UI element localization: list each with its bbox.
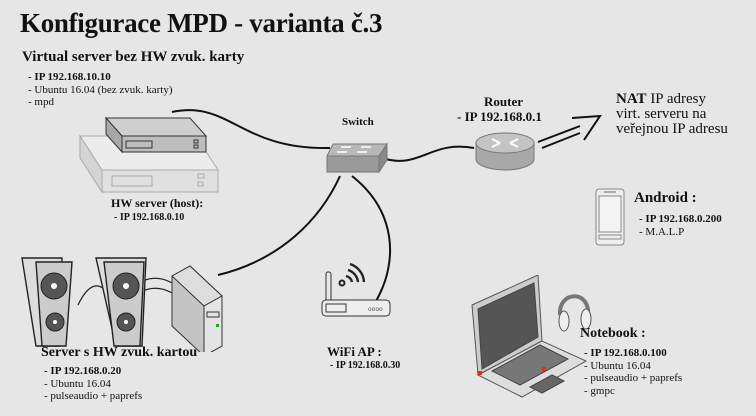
sound-server-app: - pulseaudio + paprefs xyxy=(44,390,143,402)
notebook-icon xyxy=(471,275,592,398)
sound-server-os: - Ubuntu 16.04 xyxy=(44,377,111,390)
page-title: Konfigurace MPD - varianta č.3 xyxy=(20,8,383,38)
headphones-icon xyxy=(557,294,592,332)
virtual-server-os: - Ubuntu 16.04 (bez zvuk. karty) xyxy=(28,83,173,96)
wifi-ap-ip: - IP 192.168.0.30 xyxy=(330,360,401,371)
notebook-os: - Ubuntu 16.04 xyxy=(584,359,651,372)
speaker-right-icon xyxy=(95,257,147,347)
virtual-server-details: - IP 192.168.10.10 - Ubuntu 16.04 (bez z… xyxy=(28,71,173,109)
virtual-server-heading: Virtual server bez HW zvuk. karty xyxy=(22,49,245,65)
switch-icon xyxy=(326,142,388,174)
notebook-heading: Notebook : xyxy=(580,326,646,341)
android-app: - M.A.L.P xyxy=(639,225,685,238)
virtual-server-app: - mpd xyxy=(28,96,54,108)
notebook-audio: - pulseaudio + paprefs xyxy=(584,372,683,384)
sound-server-heading: Server s HW zvuk. kartou xyxy=(41,345,198,360)
android-phone-icon xyxy=(595,188,625,246)
virtual-server-ip: - IP 192.168.10.10 xyxy=(28,71,111,83)
hw-server-heading: HW server (host): xyxy=(111,196,204,210)
speaker-left-icon xyxy=(21,257,73,347)
notebook-details: - IP 192.168.0.100 - Ubuntu 16.04 - puls… xyxy=(584,347,682,397)
android-heading: Android : xyxy=(634,190,697,206)
svg-text:oooo: oooo xyxy=(368,306,383,313)
cable-switch-to-wifi xyxy=(351,175,392,304)
notebook-app: - gmpc xyxy=(584,384,615,397)
sound-server-details: - IP 192.168.0.20 - Ubuntu 16.04 - pulse… xyxy=(44,365,142,403)
wifi-ap-heading: WiFi AP : xyxy=(327,344,382,359)
hw-server-icon xyxy=(79,116,219,194)
cable-virtual-to-switch xyxy=(171,109,331,150)
router-label: Router xyxy=(484,94,523,109)
cable-switch-to-router xyxy=(381,145,475,162)
router-ip: - IP 192.168.0.1 xyxy=(457,109,542,124)
cable-switch-to-sound-server xyxy=(217,175,341,276)
tower-pc-icon xyxy=(171,265,223,352)
android-details: - IP 192.168.0.200 - M.A.L.P xyxy=(639,213,722,238)
sound-server-ip: - IP 192.168.0.20 xyxy=(44,365,122,377)
nat-note: NAT IP adresy virt. serveru na veřejnou … xyxy=(616,92,728,137)
nat-arrow xyxy=(537,114,602,149)
nat-line2: virt. serveru na xyxy=(616,106,707,122)
nat-line1: IP adresy xyxy=(646,91,706,107)
switch-label: Switch xyxy=(342,116,374,128)
router-icon xyxy=(475,132,535,171)
hw-server-ip: - IP 192.168.0.10 xyxy=(114,212,185,223)
nat-line3: veřejnou IP adresu xyxy=(616,121,728,137)
notebook-ip: - IP 192.168.0.100 xyxy=(584,347,667,359)
sound-server-icon xyxy=(21,257,223,352)
wifi-ap-icon: oooo xyxy=(321,262,391,317)
android-ip: - IP 192.168.0.200 xyxy=(639,213,722,225)
nat-label: NAT xyxy=(616,91,647,107)
